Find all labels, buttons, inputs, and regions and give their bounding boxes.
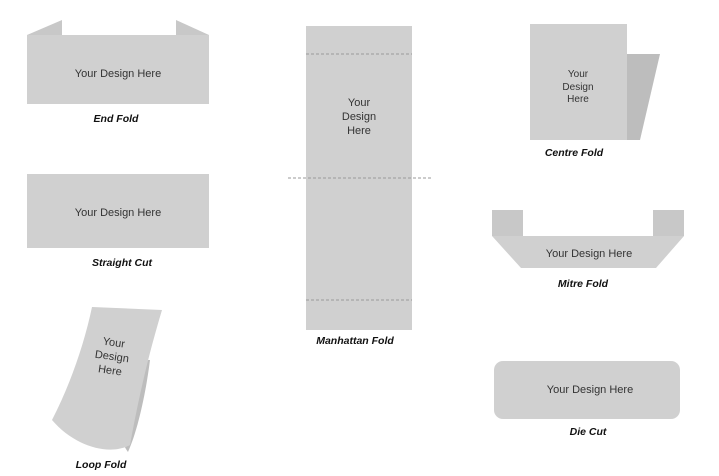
loop-fold-label-group: Your Design Here Loop Fold <box>52 307 162 471</box>
mitre-fold-design-text: Your Design Here <box>546 248 632 260</box>
mitre-fold-label-group: Your Design Here Mitre Fold <box>492 210 684 290</box>
end-fold-right-tab <box>176 20 209 35</box>
straight-cut-label-group: Your Design Here Straight Cut <box>27 174 209 269</box>
end-fold-caption: End Fold <box>94 113 139 125</box>
mitre-fold-left-tab <box>492 210 523 236</box>
manhattan-fold-label-group: Your Design Here Manhattan Fold <box>288 26 432 347</box>
manhattan-fold-design-line-3: Here <box>347 125 371 137</box>
die-cut-design-text: Your Design Here <box>547 384 633 396</box>
straight-cut-caption: Straight Cut <box>92 257 153 269</box>
centre-fold-caption: Centre Fold <box>545 147 604 159</box>
die-cut-label-group: Your Design Here Die Cut <box>494 361 680 438</box>
centre-fold-design-line-3: Here <box>567 94 589 105</box>
loop-fold-face <box>52 307 162 450</box>
end-fold-face <box>27 35 209 104</box>
centre-fold-back-flap <box>625 54 660 140</box>
manhattan-fold-design-line-2: Design <box>342 111 376 123</box>
manhattan-fold-caption: Manhattan Fold <box>316 335 394 347</box>
end-fold-label-group: Your Design Here End Fold <box>27 20 209 125</box>
mitre-fold-right-tab <box>653 210 684 236</box>
die-cut-face <box>494 361 680 419</box>
loop-fold-design-line-3: Here <box>97 363 122 378</box>
mitre-fold-face <box>492 236 684 268</box>
centre-fold-face <box>530 24 627 140</box>
loop-fold-design-line-1: Your <box>102 336 126 351</box>
straight-cut-face <box>27 174 209 248</box>
end-fold-design-text: Your Design Here <box>75 68 161 80</box>
die-cut-caption: Die Cut <box>570 426 607 438</box>
loop-fold-design-line-2: Design <box>94 349 130 366</box>
straight-cut-design-text: Your Design Here <box>75 207 161 219</box>
mitre-fold-caption: Mitre Fold <box>558 278 609 290</box>
loop-fold-caption: Loop Fold <box>76 459 127 471</box>
centre-fold-design-line-1: Your <box>568 69 589 80</box>
manhattan-fold-design-line-1: Your <box>348 97 371 109</box>
centre-fold-label-group: Your Design Here Centre Fold <box>530 24 660 159</box>
end-fold-left-tab <box>27 20 62 35</box>
centre-fold-design-line-2: Design <box>562 82 593 93</box>
